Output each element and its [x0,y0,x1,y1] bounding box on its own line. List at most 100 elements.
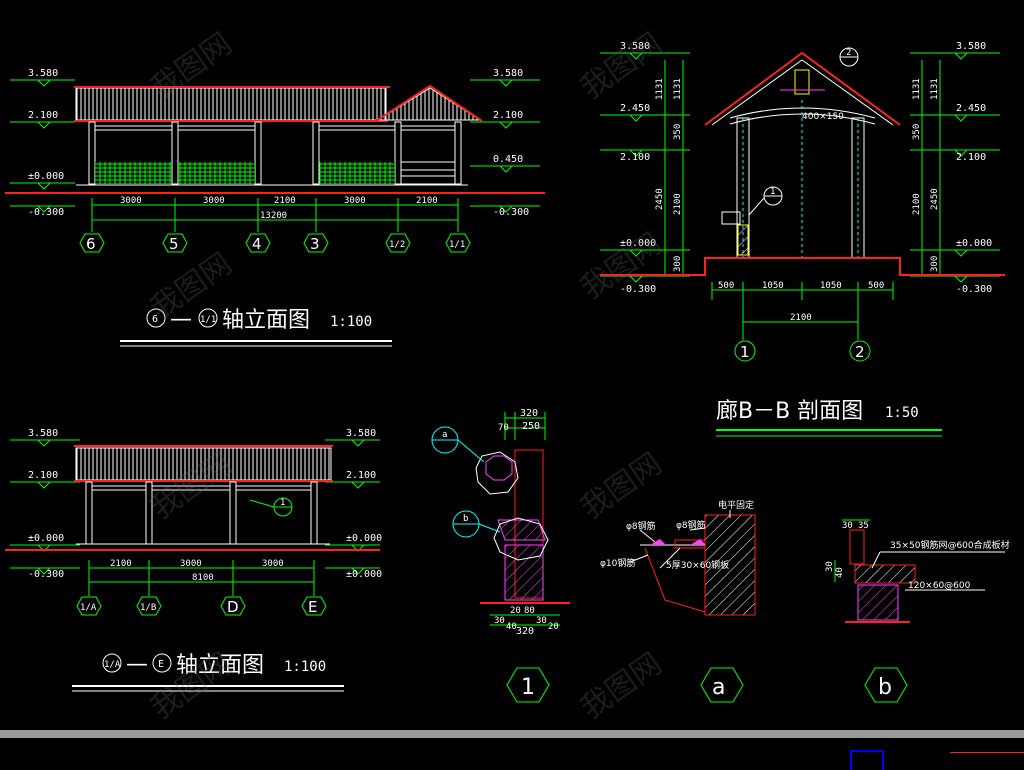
vdim: 300 [673,256,683,272]
detail-callout: b [463,514,468,524]
level-label: ±0.000 [956,238,992,249]
partial-red-line [950,752,1024,769]
level-label: 3.580 [346,428,376,439]
level-label: 3.580 [956,41,986,52]
axis-label: 1/2 [389,240,405,250]
section-scale: 1:50 [885,405,919,421]
axis-bubbles [79,233,471,253]
elevation-6-1-1: 3.580 2.100 ±0.000 -0.300 3.580 2.100 0.… [5,68,545,347]
vdim: 350 [673,124,683,140]
dimension-label: 40 [506,622,517,632]
section-title: 廊B－B 剖面图 [716,399,863,424]
level-label: 3.580 [493,68,523,79]
level-label: 2.100 [346,470,376,481]
dimension-label: 40 [835,567,845,578]
title-dash: — [126,652,148,677]
level-label: 2.100 [28,470,58,481]
beam-label: 400×150 [802,112,844,122]
dimension-label: 2100 [110,559,132,569]
level-label: ±0.000 [346,569,382,580]
detail-label: a [712,675,725,700]
callout-label: 2 [846,48,851,58]
level-label: 2.100 [956,152,986,163]
axis-label: 2 [855,343,865,361]
beam-brackets [94,125,456,131]
gable-roof [376,87,482,121]
railing [178,162,255,184]
vertical-dims-right: 1131 1131 350 2450 2100 300 [912,78,940,272]
dimension-label: 2100 [274,196,296,206]
vdim: 2100 [912,193,922,215]
dimension-label: 320 [516,626,534,637]
axis-label: 4 [252,235,262,253]
dimension-label: 3000 [203,196,225,206]
vdim: 2450 [930,188,940,210]
elevation-1a-e: 3.580 2.100 ±0.000 -0.300 3.580 2.100 ±0… [5,428,382,692]
section-b-b: 3.580 2.450 2.100 ±0.000 -0.300 3.580 2.… [600,41,1005,437]
dimension-label: 3000 [120,196,142,206]
vdim: 1131 [930,78,940,100]
dimension-label: 20 [510,606,521,616]
dimension-label: 80 [524,606,535,616]
axis-label: 3 [310,235,320,253]
columns [88,121,462,185]
vdim: 2450 [655,188,665,210]
roof-tiles [75,447,332,481]
detail-note: 电平固定 [718,499,754,511]
detail-note: 5厚30×60钢板 [666,559,729,571]
vertical-dims-left: 1131 1131 350 2450 2100 300 [655,78,683,272]
axis-label: 5 [169,235,179,253]
railing [95,162,172,184]
level-label: 0.450 [493,154,523,165]
level-label: ±0.000 [346,533,382,544]
dimension-label: 3000 [344,196,366,206]
level-label: 2.100 [493,110,523,121]
level-label: 2.100 [28,110,58,121]
drawing-title: 1/A — E 轴立面图 1:100 [72,652,344,692]
title-scale: 1:100 [284,659,326,675]
title-axis-a: 6 [152,314,158,325]
dimension-label: 500 [868,281,884,291]
vdim: 2100 [673,193,683,215]
roof-tiles [75,87,387,121]
detail-number: 1 [521,675,535,700]
title-axis-b: 1/1 [200,315,216,325]
detail-label: b [878,675,892,700]
detail-b: 30 35 30 40 35×50钢筋网@600合成板材 120×60@600 … [825,519,1010,703]
total-dimension: 13200 [260,211,287,221]
level-label: 3.580 [28,68,58,79]
level-label: 2.450 [620,103,650,114]
dimension-label: 20 [548,622,559,632]
dimension-label: 1050 [820,281,842,291]
detail-note: φ10钢筋 [600,557,635,569]
level-label: -0.300 [956,284,992,295]
callout-label: 1 [280,498,285,508]
level-label: -0.300 [28,207,64,218]
axis-label: 1/A [80,603,97,613]
dimension-label: 30 [825,561,835,572]
watermark: 我图网 [575,446,669,526]
title-axis-a: 1/A [104,660,121,670]
callout-label: 1 [770,187,775,197]
drawing-title: 廊B－B 剖面图 1:50 [716,399,942,437]
detail-a: 电平固定 φ8钢筋 φ8钢筋 φ10钢筋 5厚30×60钢板 a [600,499,756,703]
level-label: 2.100 [620,152,650,163]
total-dimension: 8100 [192,573,214,583]
vdim: 1131 [912,78,922,100]
dimension-label: 30 [842,521,853,531]
ground-line [600,257,1005,276]
title-text: 轴立面图 [222,308,310,333]
vdim: 300 [930,256,940,272]
level-label: -0.300 [493,207,529,218]
axis-label: E [308,598,317,616]
level-label: 3.580 [620,41,650,52]
railing [319,162,395,184]
level-label: 3.580 [28,428,58,439]
bottom-strip [0,730,1024,770]
detail-callout: a [442,430,447,440]
dimension-label: 30 [536,616,547,626]
detail-note: 120×60@600 [908,581,971,591]
dimension-label: 3000 [180,559,202,569]
level-label: 2.450 [956,103,986,114]
